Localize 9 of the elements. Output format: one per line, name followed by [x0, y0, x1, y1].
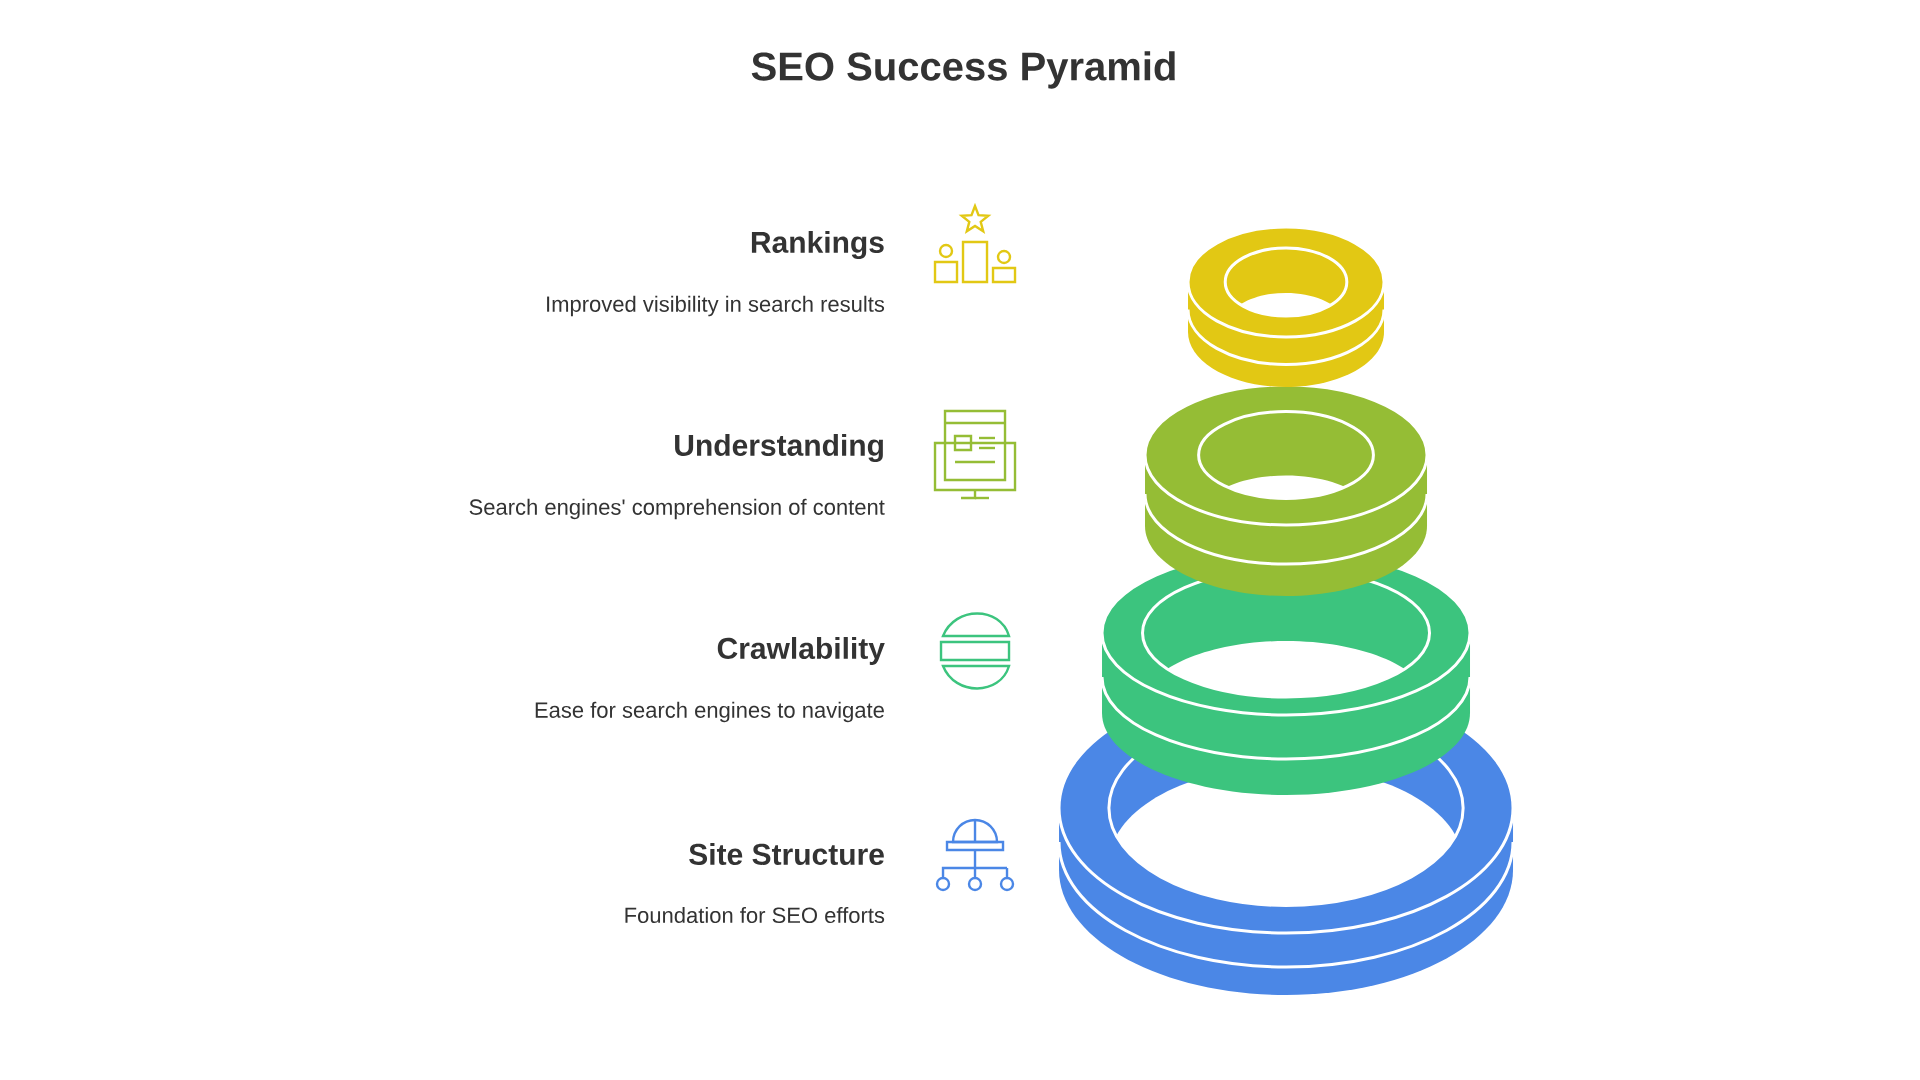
level-description: Ease for search engines to navigate [535, 701, 884, 723]
title: SEO Success Pyramid [751, 51, 1175, 89]
level-heading: Crawlability [717, 637, 885, 665]
level-heading: Site Structure [689, 843, 884, 865]
level-description: Improved visibility in search results [547, 295, 885, 317]
level-description: Search engines' comprehension of content [469, 498, 885, 520]
level-heading: Rankings [751, 230, 884, 260]
level-heading: Understanding [675, 433, 883, 463]
level-description: Foundation for SEO efforts [625, 906, 885, 924]
